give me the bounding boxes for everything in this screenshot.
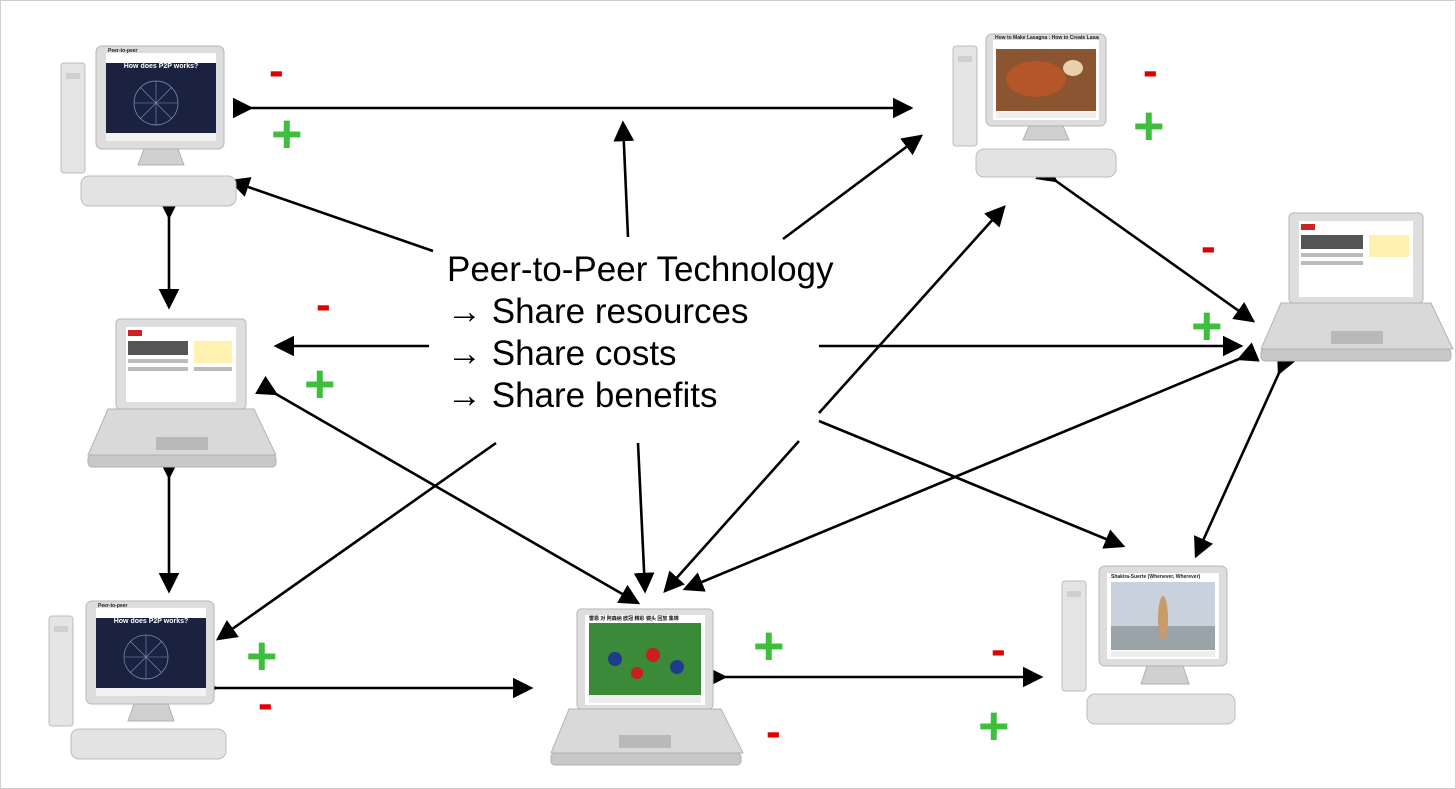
laptop-peer-left (86, 317, 281, 472)
desktop-peer-bottom-left: Peer-to-peer How does P2P works? (46, 600, 236, 771)
arrow-center-to-bottom-center (633, 442, 655, 594)
minus-sign: - (1143, 46, 1158, 95)
bullet-text: Share resources (491, 292, 749, 331)
bullet-share-benefits: → Share benefits (447, 375, 834, 417)
plus-sign: + (246, 626, 278, 686)
plus-sign: + (304, 354, 336, 414)
screen-caption: How does P2P works? (123, 63, 199, 70)
laptop-peer-bottom-center: 雷恩 对 阿森纳 欧冠 精彩 镜头 回放 集锦 (549, 607, 744, 772)
screen-title: How to Make Lasagna : How to Create Lasa… (995, 35, 1099, 41)
center-text-block: Peer-to-Peer Technology → Share resource… (447, 249, 834, 417)
minus-sign: - (316, 280, 331, 329)
arrow-center-to-bottom-center-right (663, 440, 800, 593)
arrow-bullet-icon: → (447, 376, 482, 415)
arrow-laptop-right-to-bottom-center (682, 342, 1260, 592)
desktop-icon (60, 45, 237, 207)
screen-title: Peer-to-peer (98, 603, 128, 609)
plus-sign: + (1191, 296, 1223, 356)
screen-caption: How does P2P works? (113, 618, 189, 625)
arrow-laptop-right-to-bottom-right (1194, 352, 1296, 559)
arrow-center-to-top-left (228, 177, 434, 253)
arrow-bullet-icon: → (447, 292, 482, 331)
minus-sign: - (991, 625, 1006, 674)
arrow-top-right-to-laptop-right (1035, 161, 1256, 323)
minus-sign: - (1201, 222, 1216, 271)
arrow-center-to-bottom-right (818, 419, 1126, 549)
arrow-bullet-icon: → (447, 334, 482, 373)
laptop-peer-right (1259, 211, 1454, 366)
bullet-text: Share costs (491, 334, 677, 373)
screen-title: 雷恩 对 阿森纳 欧冠 精彩 镜头 回放 集锦 (589, 616, 679, 622)
plus-sign: + (978, 696, 1010, 756)
plus-sign: + (271, 104, 303, 164)
arrow-center-to-top-right-lower (818, 205, 1006, 414)
arrow-center-to-top-right (782, 134, 924, 241)
minus-sign: - (258, 679, 273, 728)
bullet-share-costs: → Share costs (447, 333, 834, 375)
desktop-peer-top-right: How to Make Lasagna : How to Create Lasa… (951, 33, 1121, 184)
desktop-peer-top-left: Peer-to-peer How does P2P works? (56, 43, 246, 213)
diagram-title: Peer-to-Peer Technology (447, 250, 834, 289)
screen-title: Shakira-Suerte (Whenever, Wherever) (1111, 574, 1201, 580)
bullet-text: Share benefits (491, 376, 718, 415)
laptop-icon (550, 608, 744, 766)
arrow-laptop-left-to-bottom-center (255, 375, 641, 605)
bullet-share-resources: → Share resources (447, 291, 834, 333)
arrow-center-to-top (613, 120, 635, 238)
laptop-icon (1260, 212, 1454, 362)
desktop-icon (1061, 565, 1236, 725)
arrow-center-to-bottom-left (215, 441, 497, 641)
screen-title: Peer-to-peer (108, 48, 138, 54)
desktop-peer-bottom-right: Shakira-Suerte (Whenever, Wherever) (1059, 565, 1239, 731)
minus-sign: - (766, 707, 781, 756)
laptop-icon (87, 318, 277, 468)
minus-sign: - (269, 46, 284, 95)
desktop-icon (952, 33, 1117, 178)
desktop-icon (48, 600, 227, 760)
plus-sign: + (1133, 96, 1165, 156)
plus-sign: + (753, 616, 785, 676)
